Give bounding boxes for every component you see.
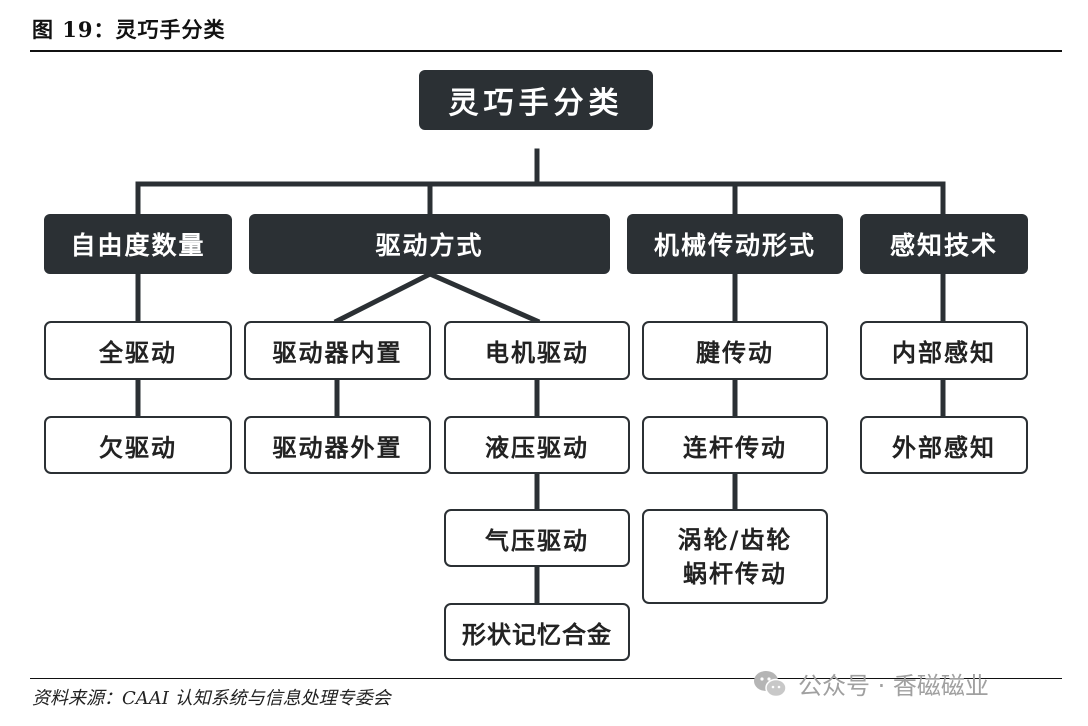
node-pneumatic-drive: 气压驱动: [444, 509, 630, 567]
worm-gear-label-line2: 蜗杆传动: [683, 559, 787, 588]
node-hydraulic-drive: 液压驱动: [444, 416, 630, 474]
node-tendon-transmission: 腱传动: [642, 321, 828, 380]
node-full-drive: 全驱动: [44, 321, 232, 380]
node-motor-drive: 电机驱动: [444, 321, 630, 380]
category-drive-method: 驱动方式: [249, 214, 610, 274]
category-dof: 自由度数量: [44, 214, 232, 274]
category-sensing: 感知技术: [860, 214, 1028, 274]
watermark-text: 公众号 · 香磁磁业: [798, 672, 989, 700]
node-external-sensing: 外部感知: [860, 416, 1028, 474]
node-linkage-transmission: 连杆传动: [642, 416, 828, 474]
node-under-drive: 欠驱动: [44, 416, 232, 474]
node-shape-memory-alloy: 形状记忆合金: [444, 603, 630, 661]
node-worm-gear-transmission: 涡轮/齿轮 蜗杆传动: [642, 509, 828, 604]
worm-gear-label-line1: 涡轮/齿轮: [677, 525, 793, 554]
watermark: 公众号 · 香磁磁业: [752, 666, 989, 701]
bottom-rule: [30, 678, 1062, 679]
root-node: 灵巧手分类: [419, 70, 653, 130]
node-internal-sensing: 内部感知: [860, 321, 1028, 380]
source-note: 资料来源：CAAI 认知系统与信息处理专委会: [32, 688, 391, 709]
category-transmission: 机械传动形式: [627, 214, 843, 274]
node-internal-actuator: 驱动器内置: [244, 321, 431, 380]
top-rule: [30, 50, 1062, 52]
wechat-icon: [752, 668, 788, 700]
node-external-actuator: 驱动器外置: [244, 416, 431, 474]
figure-caption: 图 19：灵巧手分类: [32, 17, 226, 42]
